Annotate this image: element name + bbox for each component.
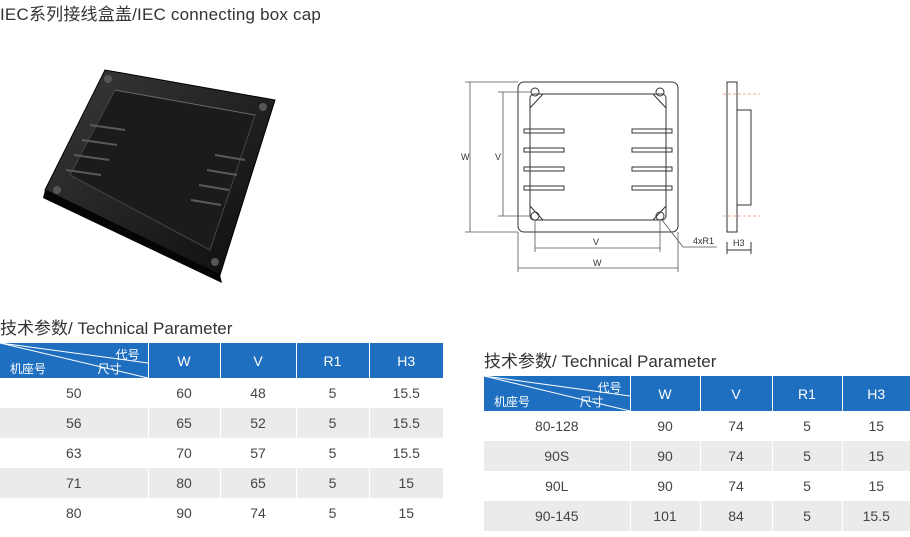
- cell-v: 74: [700, 471, 773, 501]
- cell-v: 65: [220, 468, 297, 498]
- header-h3: H3: [369, 343, 443, 378]
- cell-w: 90: [148, 498, 221, 528]
- table-row: 80-128 90 74 5 15: [484, 411, 910, 441]
- cell-w: 70: [148, 438, 221, 468]
- table-row: 90L 90 74 5 15: [484, 471, 910, 501]
- corner-size-label: 尺寸: [579, 395, 604, 409]
- corner-size-label: 尺寸: [97, 362, 122, 376]
- page-title: IEC系列接线盒盖/IEC connecting box cap: [0, 5, 322, 24]
- cell-frame: 80: [0, 498, 149, 528]
- table-row: 56 65 52 5 15.5: [0, 408, 443, 438]
- corner-code-label: 代号: [115, 348, 140, 362]
- cell-frame: 90S: [484, 441, 631, 471]
- cell-w: 90: [630, 411, 701, 441]
- table-header-row: 代号 尺寸 机座号 W V R1 H3: [0, 343, 443, 378]
- cell-h3: 15.5: [369, 408, 443, 438]
- cell-w: 90: [630, 471, 701, 501]
- cell-frame: 90L: [484, 471, 631, 501]
- cell-v: 74: [700, 441, 773, 471]
- cell-v: 84: [700, 501, 773, 531]
- corner-header: 代号 尺寸 机座号: [484, 376, 631, 411]
- table-row: 90S 90 74 5 15: [484, 441, 910, 471]
- cell-h3: 15: [842, 411, 910, 441]
- cell-r1: 5: [296, 438, 370, 468]
- spec-table: 代号 尺寸 机座号 W V R1 H3 50 60 48 5 15.5 56 6…: [0, 343, 443, 528]
- cell-r1: 5: [296, 468, 370, 498]
- header-w: W: [630, 376, 701, 411]
- cell-r1: 5: [772, 471, 843, 501]
- header-w: W: [148, 343, 221, 378]
- cell-h3: 15: [369, 468, 443, 498]
- cell-r1: 5: [772, 441, 843, 471]
- cell-r1: 5: [296, 498, 370, 528]
- cell-h3: 15.5: [369, 438, 443, 468]
- table-row: 80 90 74 5 15: [0, 498, 443, 528]
- cell-v: 57: [220, 438, 297, 468]
- cell-w: 101: [630, 501, 701, 531]
- header-v: V: [220, 343, 297, 378]
- dim-w-bottom: W: [593, 258, 602, 268]
- technical-drawing: W V V W 4xR1 H3: [461, 81, 760, 272]
- cell-h3: 15: [842, 441, 910, 471]
- cell-frame: 50: [0, 378, 149, 408]
- cell-v: 52: [220, 408, 297, 438]
- section-title: 技术参数/ Technical Parameter: [0, 319, 233, 338]
- cell-r1: 5: [296, 378, 370, 408]
- cell-r1: 5: [296, 408, 370, 438]
- table-row: 90-145 101 84 5 15.5: [484, 501, 910, 531]
- cell-v: 74: [220, 498, 297, 528]
- dim-v-bottom: V: [593, 237, 599, 247]
- cell-h3: 15: [842, 471, 910, 501]
- corner-frame-label: 机座号: [494, 395, 531, 409]
- header-v: V: [700, 376, 773, 411]
- table-header-row: 代号 尺寸 机座号 W V R1 H3: [484, 376, 910, 411]
- cell-w: 60: [148, 378, 221, 408]
- section-title: 技术参数/ Technical Parameter: [484, 352, 717, 371]
- cell-frame: 71: [0, 468, 149, 498]
- cell-frame: 56: [0, 408, 149, 438]
- cell-v: 48: [220, 378, 297, 408]
- cell-frame: 80-128: [484, 411, 631, 441]
- corner-frame-label: 机座号: [10, 362, 47, 376]
- header-h3: H3: [842, 376, 910, 411]
- cell-w: 80: [148, 468, 221, 498]
- cell-frame: 63: [0, 438, 149, 468]
- table-row: 71 80 65 5 15: [0, 468, 443, 498]
- table-row: 63 70 57 5 15.5: [0, 438, 443, 468]
- cell-w: 65: [148, 408, 221, 438]
- cell-v: 74: [700, 411, 773, 441]
- table-row: 50 60 48 5 15.5: [0, 378, 443, 408]
- cell-r1: 5: [772, 501, 843, 531]
- cell-r1: 5: [772, 411, 843, 441]
- corner-header: 代号 尺寸 机座号: [0, 343, 149, 378]
- spec-table: 代号 尺寸 机座号 W V R1 H3 80-128 90 74 5 15 90…: [484, 376, 910, 531]
- header-r1: R1: [296, 343, 370, 378]
- cell-h3: 15: [369, 498, 443, 528]
- corner-code-label: 代号: [597, 381, 622, 395]
- cell-h3: 15.5: [369, 378, 443, 408]
- cell-w: 90: [630, 441, 701, 471]
- cell-h3: 15.5: [842, 501, 910, 531]
- dim-h3: H3: [733, 238, 745, 248]
- cell-frame: 90-145: [484, 501, 631, 531]
- dim-radius: 4xR1: [693, 236, 714, 246]
- header-r1: R1: [772, 376, 843, 411]
- dim-w-left: W: [461, 152, 470, 162]
- dim-v-left: V: [495, 152, 501, 162]
- product-photo: [43, 69, 276, 283]
